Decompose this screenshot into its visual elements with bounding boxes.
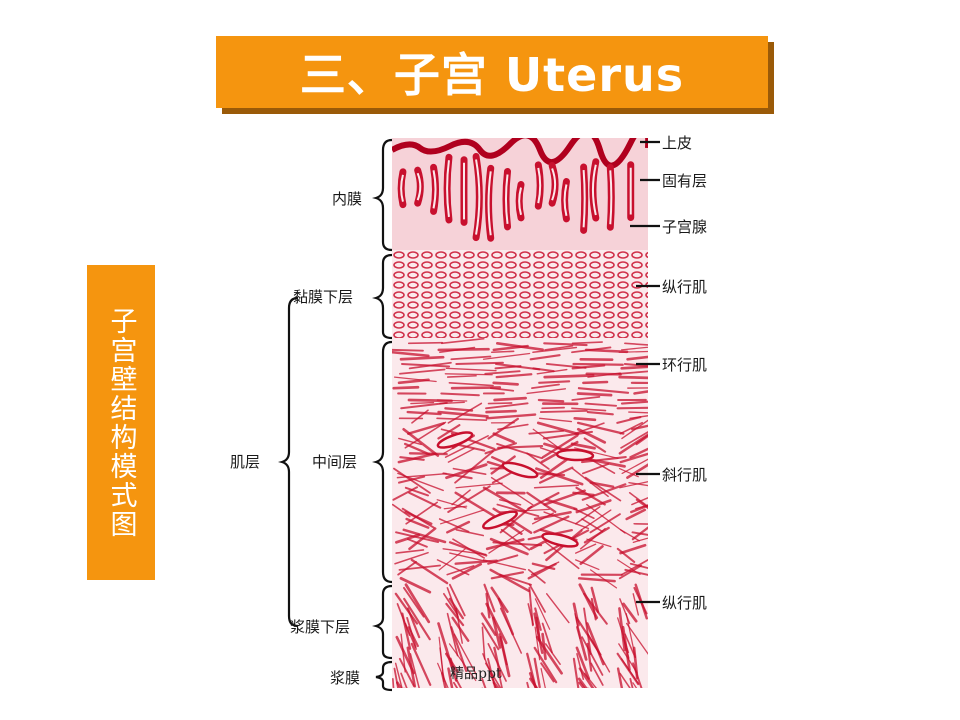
label-longitudinal-muscle-1: 纵行肌 <box>662 278 707 296</box>
page-title: 三、子宫 Uterus <box>299 48 685 102</box>
side-title: 子宫壁结构模式图 <box>105 306 137 539</box>
label-uterine-gland: 子宫腺 <box>662 218 707 236</box>
right-leaders <box>630 140 660 604</box>
watermark: 精品ppt <box>450 666 502 682</box>
label-serosa: 浆膜 <box>330 669 360 687</box>
label-endometrium: 内膜 <box>332 190 362 208</box>
label-longitudinal-muscle-2: 纵行肌 <box>662 594 707 612</box>
label-middle-layer: 中间层 <box>312 453 357 471</box>
left-braces <box>278 138 393 692</box>
label-circular-muscle: 环行肌 <box>662 356 707 374</box>
label-myometrium: 肌层 <box>230 453 260 471</box>
side-title-banner: 子宫壁结构模式图 <box>87 265 155 580</box>
title-banner: 三、子宫 Uterus <box>216 36 768 108</box>
label-lamina-propria: 固有层 <box>662 172 707 190</box>
label-submucosa: 黏膜下层 <box>293 288 353 306</box>
tissue-column <box>392 138 648 688</box>
label-epithelium: 上皮 <box>662 134 692 152</box>
label-oblique-muscle: 斜行肌 <box>662 466 707 484</box>
label-subserosa: 浆膜下层 <box>290 618 350 636</box>
